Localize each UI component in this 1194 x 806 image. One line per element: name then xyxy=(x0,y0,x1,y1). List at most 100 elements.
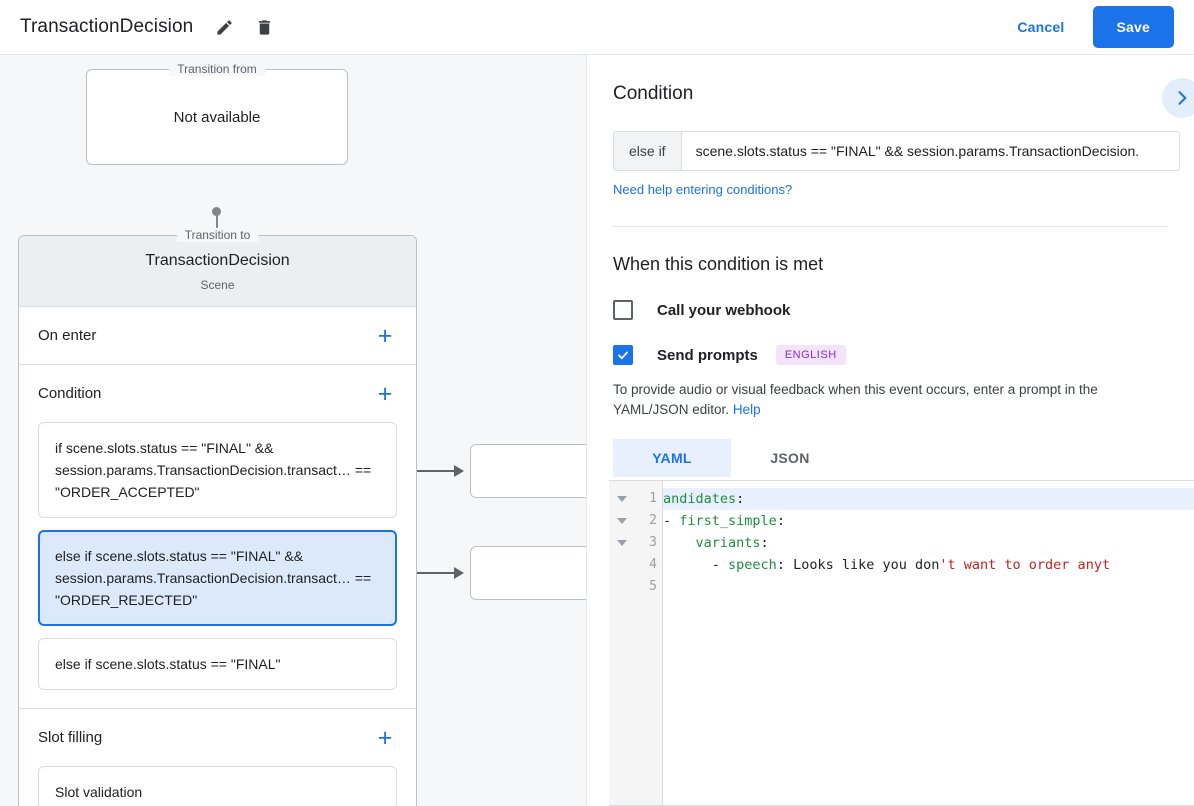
condition-input-row[interactable]: else if xyxy=(613,131,1180,171)
code-token xyxy=(663,535,696,551)
plus-icon: + xyxy=(377,723,393,752)
scene-subtitle: Scene xyxy=(200,278,235,292)
page-title: TransactionDecision xyxy=(20,16,194,37)
edge-line-2 xyxy=(400,572,456,574)
editor-format-tabs[interactable]: YAML JSON xyxy=(613,439,1168,477)
panel-body: When this condition is met Call your web… xyxy=(587,254,1194,477)
condition-detail-panel: Condition else if Need help entering con… xyxy=(586,55,1194,806)
slot-filling-list: Slot validation xyxy=(38,766,397,806)
condition-item[interactable]: else if scene.slots.status == "FINAL" xyxy=(38,638,397,690)
edge-arrow-2 xyxy=(454,567,464,579)
delete-button[interactable] xyxy=(251,14,277,40)
scene-header: TransactionDecision Scene xyxy=(19,236,416,306)
scene-card: Transition to TransactionDecision Scene … xyxy=(18,228,417,806)
app-header: TransactionDecision Cancel Save xyxy=(0,0,1194,55)
call-webhook-checkbox[interactable] xyxy=(613,300,633,320)
condition-item[interactable]: if scene.slots.status == "FINAL" && sess… xyxy=(38,422,397,518)
send-prompts-description: To provide audio or visual feedback when… xyxy=(613,380,1161,420)
condition-input[interactable] xyxy=(681,132,1179,170)
section-slot-filling: Slot filling + Slot validation xyxy=(19,708,416,806)
condition-prefix: else if xyxy=(614,132,682,170)
panel-title: Condition xyxy=(613,83,694,104)
plus-icon: + xyxy=(377,379,393,408)
scene-graph-canvas[interactable]: Transition from Not available Transition… xyxy=(0,55,586,806)
code-token: : xyxy=(736,491,745,507)
code-line[interactable]: andidates: xyxy=(663,488,1194,510)
code-token: - xyxy=(663,557,729,573)
section-header-slot-filling: Slot filling + xyxy=(38,709,397,766)
line-number: 3 xyxy=(649,535,657,550)
help-link[interactable]: Help xyxy=(732,402,761,417)
code-line[interactable]: - first_simple: xyxy=(663,510,1194,532)
section-condition: Condition + if scene.slots.status == "FI… xyxy=(19,364,416,708)
section-title-condition: Condition xyxy=(38,385,102,402)
section-header-condition: Condition + xyxy=(38,365,397,422)
triangle-down-icon xyxy=(617,540,627,546)
transition-to-legend: Transition to xyxy=(176,228,259,242)
send-prompts-row[interactable]: Send prompts ENGLISH xyxy=(613,345,1168,365)
code-line[interactable] xyxy=(663,576,1194,598)
editor-code-area[interactable]: andidates:- first_simple: variants: - sp… xyxy=(663,481,1194,805)
code-token: : xyxy=(776,557,794,573)
triangle-down-icon xyxy=(617,496,627,502)
section-on-enter: On enter + xyxy=(19,306,416,364)
condition-item-selected[interactable]: else if scene.slots.status == "FINAL" &&… xyxy=(38,530,397,626)
condition-list: if scene.slots.status == "FINAL" && sess… xyxy=(38,422,397,708)
condition-help-link[interactable]: Need help entering conditions? xyxy=(613,182,793,197)
edge-arrow-1 xyxy=(454,465,464,477)
add-condition-button[interactable]: + xyxy=(373,379,397,408)
panel-top: Condition else if Need help entering con… xyxy=(587,55,1194,227)
line-number: 2 xyxy=(649,513,657,528)
section-header-on-enter: On enter + xyxy=(38,307,397,364)
code-token: : xyxy=(760,535,769,551)
condition-target-box-1[interactable] xyxy=(470,444,586,498)
section-title-on-enter: On enter xyxy=(38,327,97,344)
edit-title-button[interactable] xyxy=(211,14,237,40)
code-token: andidates xyxy=(663,491,737,507)
description-text: To provide audio or visual feedback when… xyxy=(613,382,1098,417)
cancel-button[interactable]: Cancel xyxy=(1003,10,1078,44)
code-token: Looks like you don xyxy=(793,557,940,573)
pencil-icon xyxy=(217,19,232,35)
call-webhook-label: Call your webhook xyxy=(657,301,791,319)
plus-icon: + xyxy=(377,321,393,350)
send-prompts-checkbox[interactable] xyxy=(613,345,633,365)
section-title-slot-filling: Slot filling xyxy=(38,729,103,746)
language-badge: ENGLISH xyxy=(775,345,846,365)
code-token: : xyxy=(776,513,785,529)
fold-toggle[interactable] xyxy=(609,510,635,532)
save-button[interactable]: Save xyxy=(1092,6,1174,48)
slot-validation-item[interactable]: Slot validation xyxy=(38,766,397,806)
code-token: speech xyxy=(728,557,777,573)
condition-target-box-2[interactable] xyxy=(470,546,586,600)
tab-json[interactable]: JSON xyxy=(770,450,810,466)
scene-name: TransactionDecision xyxy=(145,252,290,269)
add-slot-filling-button[interactable]: + xyxy=(373,723,397,752)
chevron-right-icon xyxy=(1178,91,1187,105)
checkmark-icon xyxy=(618,351,628,360)
code-token: - xyxy=(663,513,680,529)
fold-toggle[interactable] xyxy=(609,488,635,510)
code-line[interactable]: variants: xyxy=(663,532,1194,554)
line-number: 1 xyxy=(649,491,657,506)
code-token: variants xyxy=(695,535,761,551)
code-token: first_simple xyxy=(679,513,777,529)
transition-from-legend: Transition from xyxy=(169,62,265,76)
fold-toggle[interactable] xyxy=(609,532,635,554)
triangle-down-icon xyxy=(617,518,627,524)
editor-fold-column[interactable] xyxy=(609,481,635,805)
code-token: 't want to order anyt xyxy=(939,557,1111,573)
panel-divider xyxy=(613,226,1168,227)
webhook-row[interactable]: Call your webhook xyxy=(613,300,1168,320)
code-line[interactable]: - speech: Looks like you don't want to o… xyxy=(663,554,1194,576)
when-condition-met-heading: When this condition is met xyxy=(613,254,824,274)
send-prompts-label: Send prompts xyxy=(657,346,758,364)
add-on-enter-button[interactable]: + xyxy=(373,321,397,350)
transition-from-card: Transition from Not available xyxy=(86,62,348,165)
tab-yaml[interactable]: YAML xyxy=(613,439,731,477)
line-number: 4 xyxy=(649,557,657,572)
collapse-panel-button[interactable] xyxy=(1162,78,1194,118)
